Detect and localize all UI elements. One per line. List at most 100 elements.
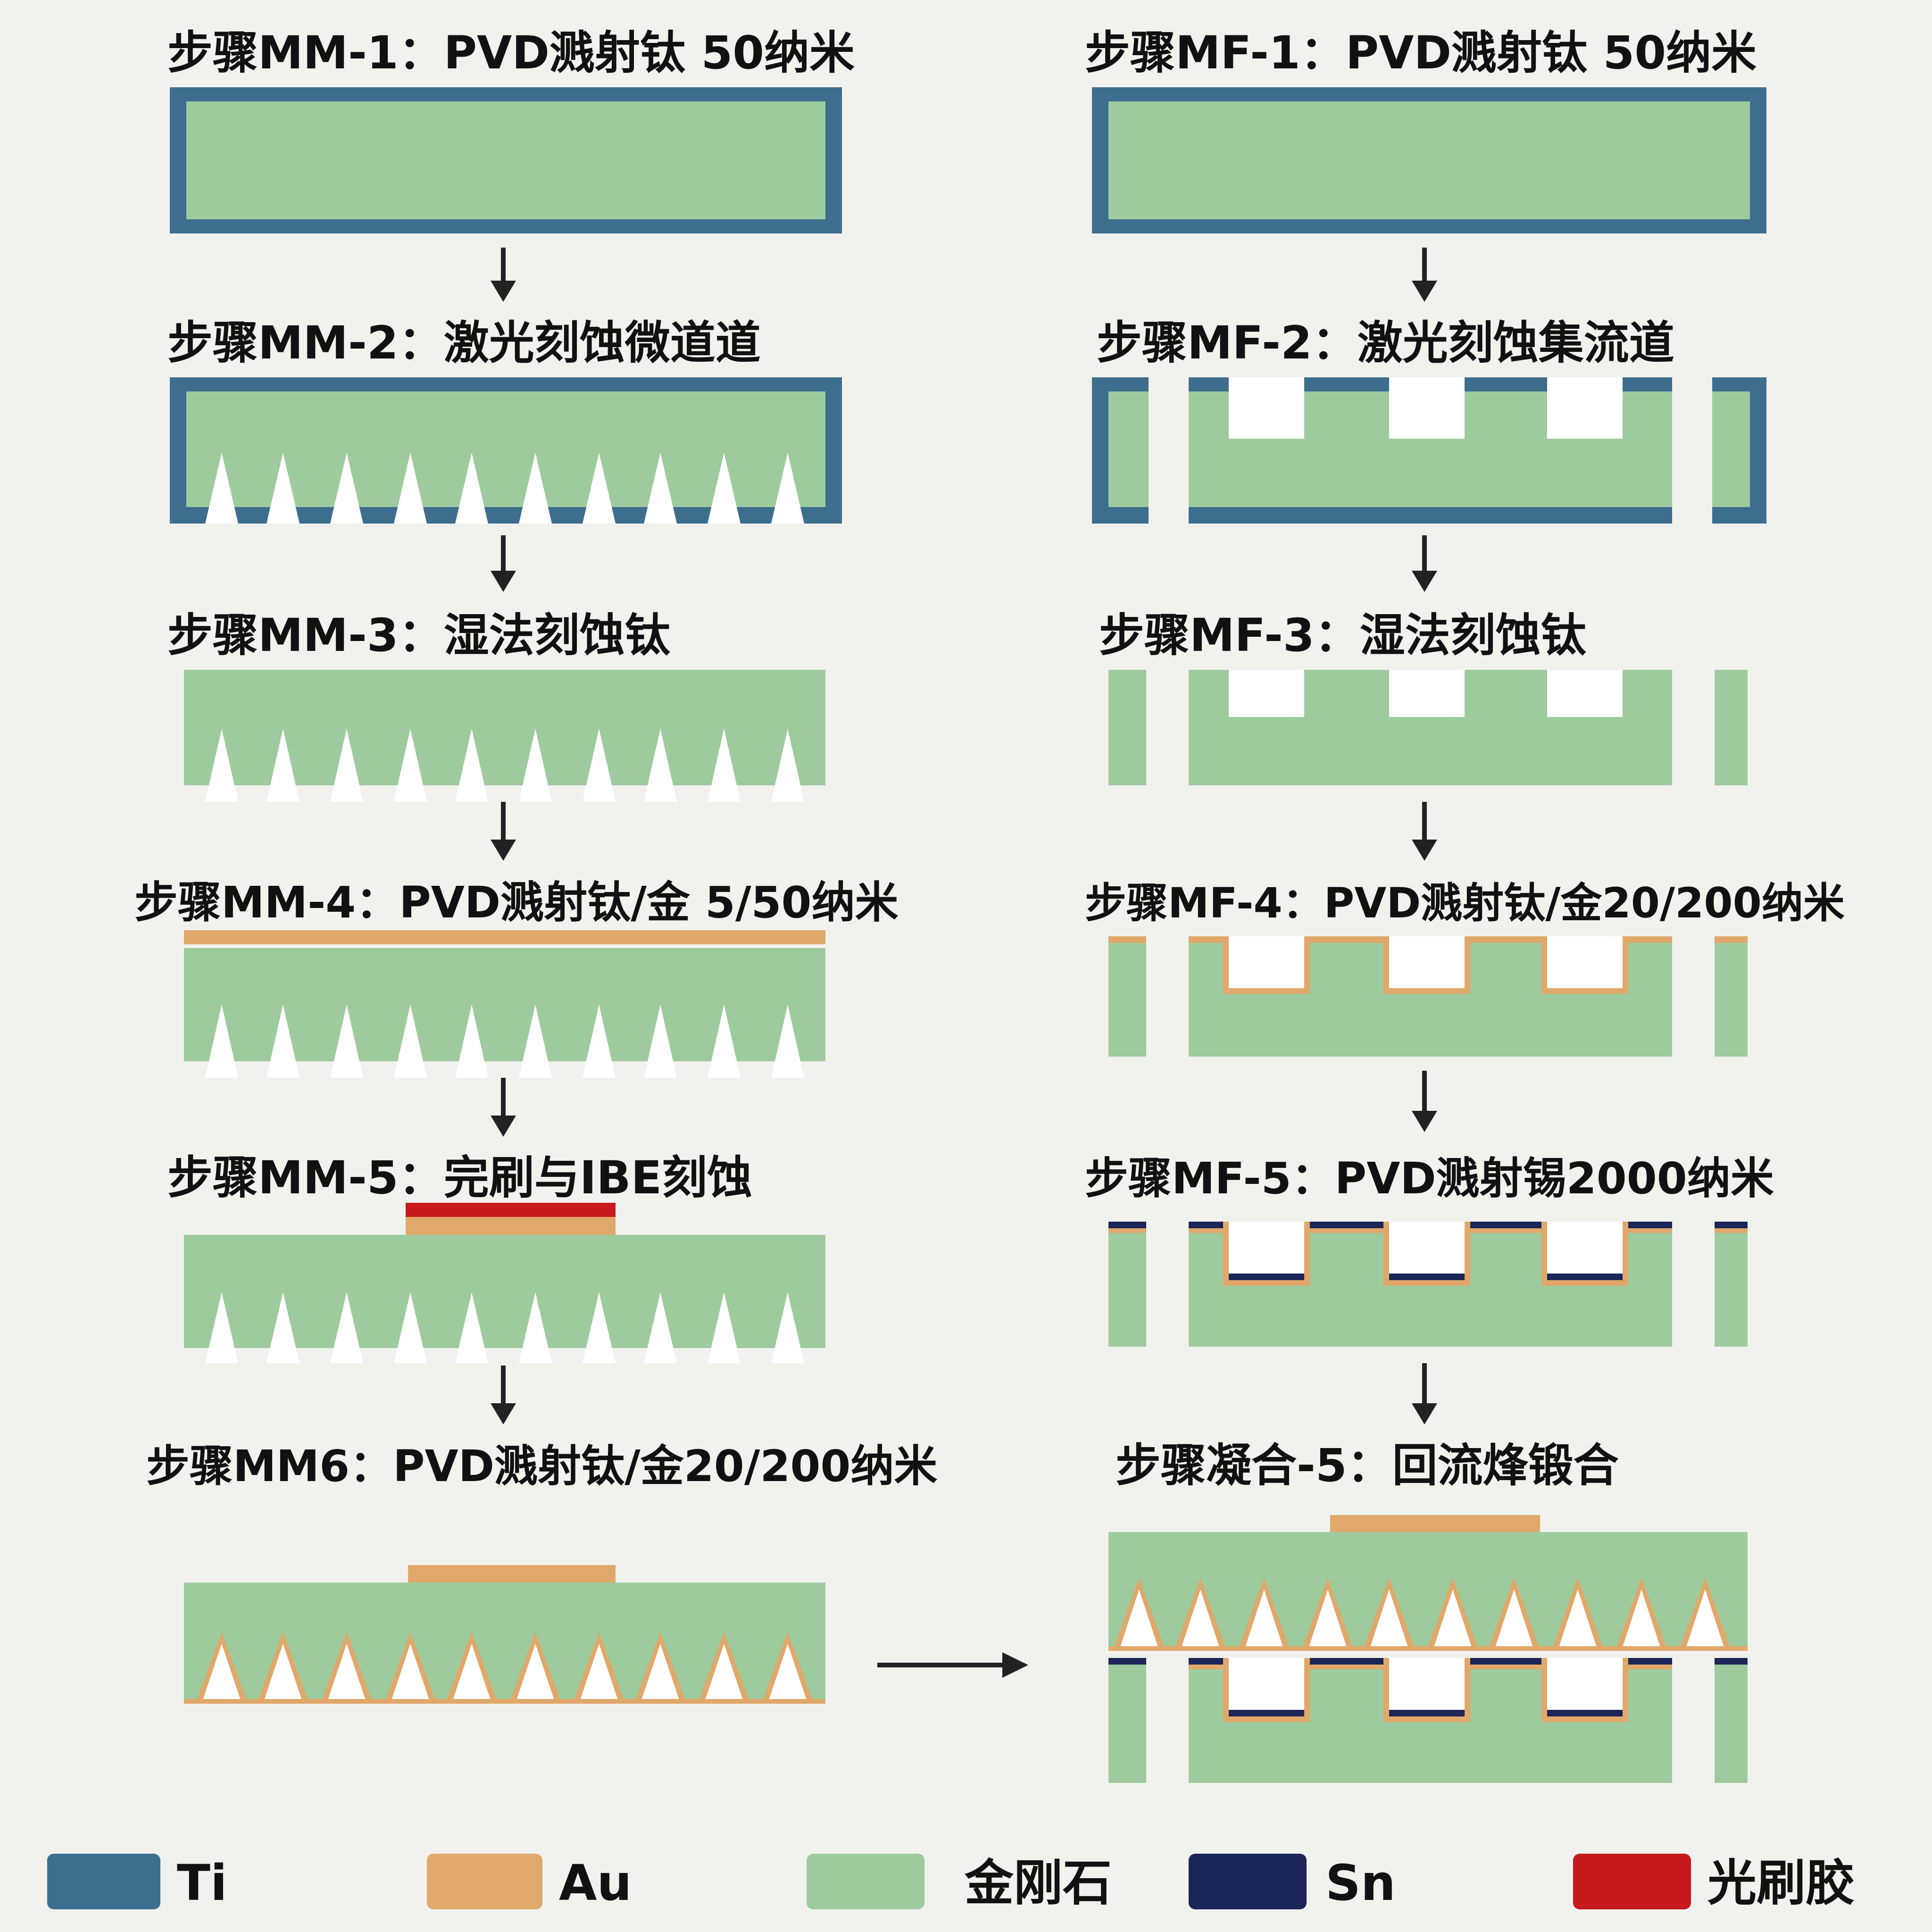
microchannel-cavity	[641, 1644, 680, 1703]
legend-swatch-sn	[1189, 1854, 1307, 1909]
microchannel-cavity	[330, 453, 363, 524]
legend-item-photoresist: 光刷胶	[1573, 1854, 1855, 1912]
flow-channel-cavity	[1229, 377, 1304, 439]
au-ridge-layer	[1189, 1228, 1223, 1233]
step-mm2-label: 步骤MM-2：激光刻蚀微道道	[167, 316, 761, 369]
legend-swatch-au	[427, 1854, 542, 1909]
microchannel-cavity	[452, 1644, 491, 1703]
microchannel-cavity	[266, 453, 300, 524]
microchannel-cavity	[583, 729, 616, 802]
arrow-down-mf5	[1412, 1363, 1437, 1424]
arrow-down-mf3	[1412, 802, 1437, 861]
microchannel-cavity	[394, 1005, 427, 1078]
arrow-down-mf2	[1412, 535, 1437, 592]
microchannel-cavity	[205, 1292, 238, 1363]
mm3-substrate	[184, 670, 825, 802]
au-ridge-layer	[1310, 936, 1383, 943]
flow-channel-cavity	[1229, 1222, 1304, 1279]
flow-channel-cavity	[1229, 1658, 1304, 1715]
flow-channel-cavity	[1389, 1222, 1465, 1279]
microchannel-cavity	[263, 1644, 303, 1703]
microchannel-cavity	[771, 729, 804, 802]
microchannel-cavity	[330, 1005, 363, 1078]
legend: Ti Au 金刚石 Sn 光刷胶	[47, 1854, 1855, 1912]
step-mm3-label: 步骤MM-3：湿法刻蚀钛	[167, 609, 671, 662]
ti-ridge-layer	[1623, 377, 1672, 391]
mf2-substrate	[1092, 377, 1766, 524]
microchannel-cavity	[455, 1005, 488, 1078]
microchannel-cavity	[768, 1644, 808, 1703]
sn-ridge-layer	[1310, 1658, 1383, 1665]
microchannel-cavity	[771, 453, 804, 524]
au-ridge-layer	[1470, 936, 1541, 943]
legend-label-au: Au	[559, 1854, 632, 1912]
microchannel-cavity	[1685, 1590, 1725, 1650]
microchannel-cavity	[519, 1292, 552, 1363]
microchannel-cavity	[394, 453, 427, 524]
microchannel-cavity	[266, 1005, 300, 1078]
sn-ridge-layer	[1189, 1658, 1223, 1665]
sn-channel-floor	[1229, 1274, 1304, 1280]
flow-channel-cavity	[1547, 1658, 1623, 1715]
au-bottom-line	[184, 1699, 825, 1704]
au-ridge-layer	[1189, 936, 1223, 943]
mf1-substrate	[1092, 87, 1766, 233]
microchannel-cavity	[330, 729, 363, 802]
legend-label-photoresist: 光刷胶	[1707, 1854, 1855, 1912]
mm6-substrate	[184, 1565, 825, 1704]
legend-swatch-diamond	[807, 1854, 924, 1909]
microchannel-cavity	[1558, 1590, 1598, 1650]
microchannel-cavity	[205, 453, 238, 524]
step-mf5-label: 步骤MF-5：PVD溅射锡2000纳米	[1085, 1153, 1774, 1204]
legend-item-ti: Ti	[47, 1854, 227, 1912]
flow-channel-cavity	[1389, 670, 1465, 717]
mm4-substrate	[184, 930, 825, 1078]
microchannel-cavity	[644, 729, 677, 802]
arrow-down-mm4	[491, 1078, 516, 1137]
ti-ridge-layer	[1465, 377, 1547, 391]
legend-label-sn: Sn	[1325, 1854, 1396, 1912]
sn-channel-floor	[1389, 1274, 1465, 1280]
microchannel-cavity	[391, 1644, 430, 1703]
arrow-down-mf1	[1412, 248, 1437, 302]
sn-ridge-layer	[1628, 1222, 1672, 1228]
ti-ridge-layer	[1189, 377, 1229, 391]
microchannel-cavity	[771, 1005, 804, 1078]
sn-ridge-layer	[1189, 1222, 1223, 1228]
microchannel-cavity	[519, 729, 552, 802]
arrow-right-to-bond	[877, 1652, 1028, 1678]
microchannel-cavity	[1622, 1590, 1661, 1650]
sn-channel-floor	[1389, 1710, 1465, 1716]
legend-label-diamond: 金刚石	[964, 1854, 1112, 1912]
au-ridge-layer	[1310, 1228, 1383, 1233]
flow-channel-cavity	[1229, 936, 1304, 988]
ti-ridge-layer	[1304, 377, 1389, 391]
ti-bottom-layer	[1189, 507, 1672, 524]
au-ridge-layer	[1628, 936, 1672, 943]
microchannel-cavity	[205, 1005, 238, 1078]
au-ridge-layer	[1470, 1228, 1541, 1233]
microchannel-cavity	[1433, 1590, 1473, 1650]
au-ridge-layer	[1628, 1665, 1672, 1669]
microchannel-cavity	[583, 453, 616, 524]
microchannel-cavity	[519, 453, 552, 524]
step-mm5-label: 步骤MM-5：完刷与IBE刻蚀	[167, 1151, 752, 1204]
microchannel-cavity	[455, 1292, 488, 1363]
microchannel-cavity	[708, 1292, 741, 1363]
microchannel-cavity	[1369, 1590, 1409, 1650]
microchannel-cavity	[579, 1644, 619, 1703]
sn-ridge-layer	[1310, 1222, 1383, 1228]
arrow-down-mf4	[1412, 1071, 1437, 1132]
microchannel-cavity	[394, 1292, 427, 1363]
legend-item-sn: Sn	[1189, 1854, 1396, 1912]
legend-item-au: Au	[427, 1854, 632, 1912]
flow-channel-cavity	[1389, 1658, 1465, 1715]
microchannel-cavity	[202, 1644, 242, 1703]
legend-swatch-ti	[47, 1854, 160, 1909]
mf5-substrate	[1108, 1222, 1748, 1347]
step-mm6-label: 步骤MM6：PVD溅射钛/金20/200纳米	[146, 1441, 937, 1491]
microchannel-cavity	[1181, 1590, 1220, 1650]
photoresist-layer	[406, 1203, 616, 1217]
mf4-substrate	[1108, 936, 1748, 1057]
step-mm1-label: 步骤MM-1：PVD溅射钛 50纳米	[167, 26, 855, 79]
